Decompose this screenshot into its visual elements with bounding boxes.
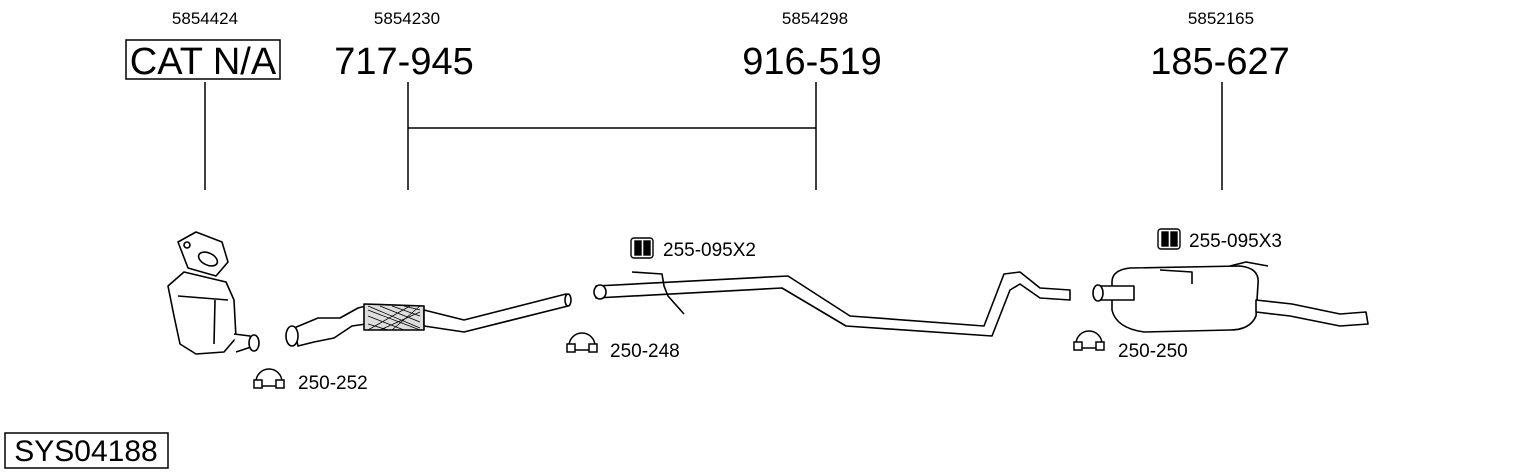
clamp-icon <box>253 368 285 389</box>
system-code-box <box>4 432 169 469</box>
part-number-front-pipe[interactable]: 717-945 <box>334 41 473 83</box>
part-number-middle-pipe[interactable]: 916-519 <box>742 41 881 83</box>
oem-number-rear-silencer: 5852165 <box>1188 9 1254 28</box>
part-number-box <box>125 39 281 80</box>
accessory-label[interactable]: 250-250 <box>1118 341 1188 362</box>
oem-number-catalyst: 5854424 <box>172 9 238 28</box>
rubber-mount-icon <box>1157 228 1181 250</box>
accessory-label[interactable]: 255-095X2 <box>663 240 756 261</box>
accessory-label[interactable]: 250-252 <box>298 373 368 394</box>
system-code: SYS04188 <box>14 435 157 468</box>
oem-number-middle-pipe: 5854298 <box>782 9 848 28</box>
leader-lines <box>204 82 1223 190</box>
middle-pipe[interactable] <box>593 271 1071 337</box>
clamp-icon <box>566 332 598 353</box>
part-number-catalyst[interactable]: CAT N/A <box>130 41 277 83</box>
accessory-label[interactable]: 250-248 <box>610 341 680 362</box>
clamp-icon <box>1073 330 1105 351</box>
rubber-mount-icon <box>630 237 654 259</box>
accessory-label[interactable]: 255-095X3 <box>1189 231 1282 252</box>
part-number-rear-silencer[interactable]: 185-627 <box>1150 41 1289 83</box>
rear-silencer[interactable] <box>1092 261 1369 333</box>
catalytic-converter[interactable] <box>167 231 260 355</box>
oem-number-front-pipe: 5854230 <box>374 9 440 28</box>
front-pipe[interactable] <box>285 293 572 347</box>
